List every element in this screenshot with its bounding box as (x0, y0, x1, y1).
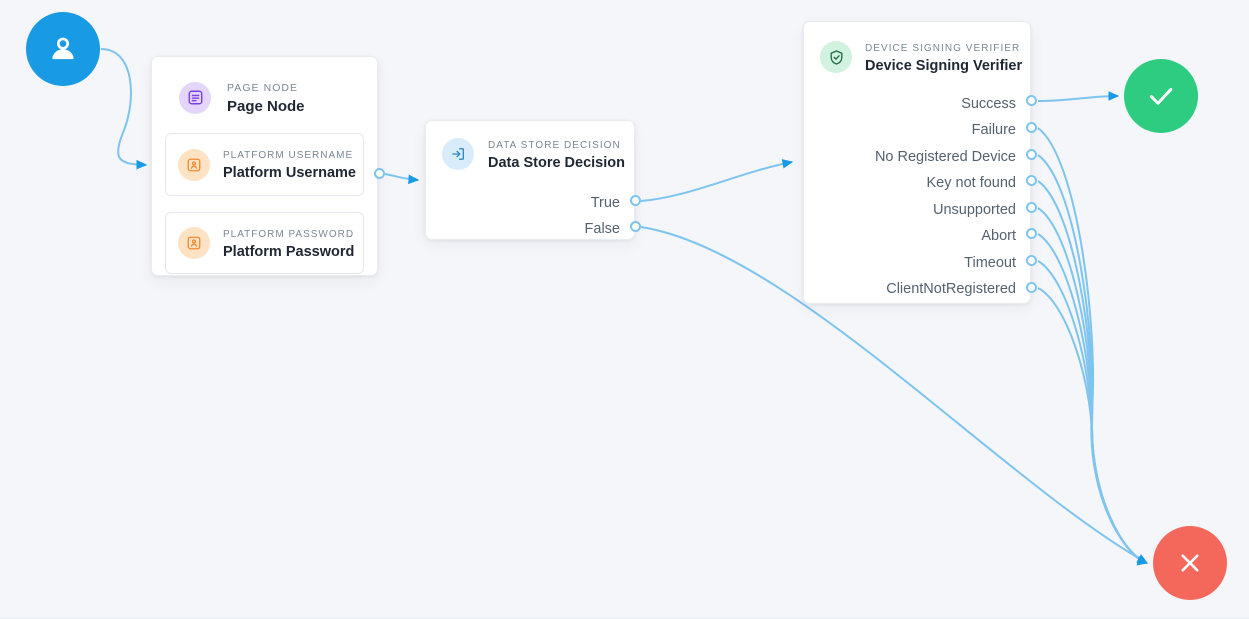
port-data-store-true[interactable] (630, 195, 641, 206)
outcome-label-success: Success (961, 95, 1016, 112)
data-store-outcomes: True False (426, 191, 634, 243)
outcome-row-client-not-registered[interactable]: ClientNotRegistered (804, 276, 1030, 303)
outcome-label-failure: Failure (971, 122, 1016, 139)
page-node-card[interactable]: PAGE NODE Page Node PLATFORM USERNAME Pl… (151, 56, 378, 276)
outcome-label-true: True (590, 195, 620, 212)
field-platform-password[interactable]: PLATFORM PASSWORD Platform Password (165, 211, 364, 275)
outcome-label-key-not-found: Key not found (926, 175, 1017, 192)
outcome-label-unsupported: Unsupported (932, 201, 1016, 218)
page-node-title: Page Node (227, 98, 305, 115)
device-node-title: Device Signing Verifier (865, 58, 1023, 74)
port-device-timeout[interactable] (1026, 255, 1037, 266)
page-node-header: PAGE NODE Page Node (165, 71, 364, 117)
outcome-label-client-not-registered: ClientNotRegistered (886, 281, 1016, 298)
data-store-title: Data Store Decision (488, 155, 625, 171)
outcome-label-abort: Abort (981, 228, 1016, 245)
outcome-row-failure[interactable]: Failure (804, 117, 1030, 144)
edge-noregistered-to-failure-node (1037, 154, 1148, 564)
port-device-failure[interactable] (1026, 122, 1037, 133)
field-username-title: Platform Username (223, 165, 356, 182)
data-store-header: DATA STORE DECISION Data Store Decision (426, 135, 634, 174)
id-card-icon (178, 227, 210, 260)
edge-abort-to-failure-node (1037, 233, 1148, 564)
data-store-subtitle: DATA STORE DECISION (488, 140, 621, 151)
outcome-row-unsupported[interactable]: Unsupported (804, 197, 1030, 224)
outcome-row-abort[interactable]: Abort (804, 223, 1030, 250)
edge-timeout-to-failure-node (1037, 260, 1148, 564)
field-password-subtitle: PLATFORM PASSWORD (223, 228, 355, 240)
edge-failure-to-failure-node (1037, 127, 1148, 564)
device-node-outcomes: Success Failure No Registered Device Key… (804, 91, 1030, 303)
edge-clientnotregistered-to-failure-node (1037, 287, 1149, 566)
start-node[interactable] (26, 12, 100, 86)
edge-true-to-device (640, 159, 794, 202)
field-username-subtitle: PLATFORM USERNAME (223, 150, 354, 162)
port-device-no-registered-device[interactable] (1026, 149, 1037, 160)
port-device-client-not-registered[interactable] (1026, 282, 1037, 293)
edge-page-node-to-data-store (384, 173, 420, 185)
device-signing-verifier-card[interactable]: DEVICE SIGNING VERIFIER Device Signing V… (803, 21, 1031, 304)
success-node[interactable] (1124, 59, 1198, 133)
outcome-label-no-registered-device: No Registered Device (874, 148, 1016, 165)
device-node-header: DEVICE SIGNING VERIFIER Device Signing V… (804, 38, 1030, 77)
port-data-store-false[interactable] (630, 221, 641, 232)
outcome-row-success[interactable]: Success (804, 91, 1030, 118)
page-node-subtitle: PAGE NODE (227, 82, 299, 94)
field-platform-username[interactable]: PLATFORM USERNAME Platform Username (165, 133, 364, 196)
edge-unsupported-to-failure-node (1037, 207, 1148, 564)
port-page-node-output[interactable] (374, 168, 385, 179)
device-node-subtitle: DEVICE SIGNING VERIFIER (865, 43, 1021, 54)
user-icon (46, 32, 80, 66)
outcome-row-no-registered-device[interactable]: No Registered Device (804, 144, 1030, 171)
outcome-row-false[interactable]: False (426, 217, 634, 243)
edge-keynotfound-to-failure-node (1037, 180, 1148, 564)
edge-success-to-success-node (1037, 91, 1120, 102)
check-icon (1144, 79, 1178, 113)
port-device-key-not-found[interactable] (1026, 175, 1037, 186)
login-arrow-icon (442, 138, 474, 171)
shield-check-icon (820, 41, 852, 74)
close-icon (1175, 548, 1205, 578)
outcome-row-true[interactable]: True (426, 191, 634, 217)
outcome-row-key-not-found[interactable]: Key not found (804, 170, 1030, 197)
port-device-unsupported[interactable] (1026, 202, 1037, 213)
port-device-abort[interactable] (1026, 228, 1037, 239)
port-device-success[interactable] (1026, 95, 1037, 106)
edge-start-to-page-node (100, 48, 148, 170)
outcome-label-false: False (584, 221, 620, 238)
field-password-title: Platform Password (223, 243, 355, 260)
failure-node[interactable] (1153, 526, 1227, 600)
outcome-label-timeout: Timeout (964, 254, 1016, 271)
page-icon (179, 81, 211, 114)
outcome-row-timeout[interactable]: Timeout (804, 250, 1030, 277)
id-card-icon (178, 148, 210, 181)
data-store-decision-card[interactable]: DATA STORE DECISION Data Store Decision … (425, 120, 635, 240)
